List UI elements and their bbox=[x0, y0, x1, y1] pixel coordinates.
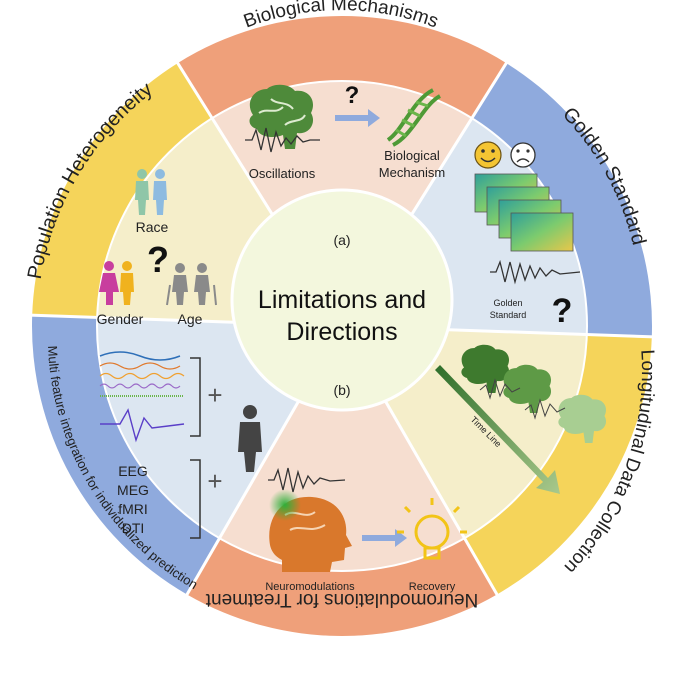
center-title-line2: Directions bbox=[286, 318, 397, 346]
smiley-icon bbox=[474, 141, 502, 169]
bracket-lower bbox=[190, 459, 201, 539]
label-a: (a) bbox=[333, 232, 350, 248]
ring-sector-longitudinal bbox=[464, 334, 652, 595]
modality-list: EEG MEG fMRI DTI bbox=[117, 463, 149, 536]
stimulation-glow-icon bbox=[269, 489, 301, 521]
bracket-upper bbox=[190, 357, 201, 437]
person-icon bbox=[238, 405, 262, 472]
population-content: Race ? Gender Age bbox=[97, 169, 217, 327]
ring-sector-neuromodulation bbox=[187, 538, 497, 636]
plus-lower: + bbox=[207, 466, 222, 496]
ring-label-neuromodulation-group: Neuromodulations for Treatment bbox=[205, 589, 478, 610]
spectrogram-icon bbox=[474, 173, 574, 252]
recovery-label: Recovery bbox=[409, 581, 456, 593]
age-people-icon bbox=[166, 263, 217, 306]
golden-waveform-icon bbox=[490, 259, 581, 285]
gender-label: Gender bbox=[97, 311, 144, 327]
golden-standard-line2: Standard bbox=[490, 310, 527, 320]
population-question-mark: ? bbox=[147, 239, 169, 280]
arrow-icon bbox=[362, 529, 407, 547]
neuromodulations-label: Neuromodulations bbox=[265, 581, 355, 593]
brain-icon bbox=[558, 394, 607, 443]
modality-dti: DTI bbox=[122, 520, 145, 536]
mechanism-label-line2: Mechanism bbox=[379, 165, 445, 180]
neuro-waveform-icon bbox=[268, 467, 346, 493]
brain-icon bbox=[461, 344, 510, 393]
plus-upper: + bbox=[207, 380, 222, 410]
center-title-line1: Limitations and bbox=[258, 286, 426, 314]
dna-icon bbox=[386, 88, 442, 147]
brain-icon bbox=[503, 364, 552, 413]
multifeature-content: + EEG MEG fMRI DTI + bbox=[99, 351, 262, 539]
center-circle bbox=[230, 188, 454, 412]
modality-eeg: EEG bbox=[118, 463, 148, 479]
ring-boundary bbox=[96, 80, 588, 572]
timeline-arrow-icon bbox=[435, 365, 560, 494]
oscillation-waveform-icon bbox=[245, 127, 320, 153]
golden-question-mark: ? bbox=[552, 292, 573, 330]
sad-face-icon bbox=[510, 142, 536, 168]
age-label: Age bbox=[178, 311, 203, 327]
label-b: (b) bbox=[333, 382, 350, 398]
waveform-icon bbox=[479, 378, 521, 400]
arrow-icon bbox=[335, 109, 380, 127]
ring-sector-golden bbox=[471, 63, 652, 337]
neuromodulation-content: Neuromodulations Recovery bbox=[265, 467, 467, 593]
biological-question-mark: ? bbox=[345, 82, 360, 109]
golden-standard-line1: Golden bbox=[493, 298, 522, 308]
longitudinal-content: Time Line bbox=[435, 344, 607, 494]
modality-meg: MEG bbox=[117, 482, 149, 498]
race-label: Race bbox=[136, 219, 169, 235]
signal-traces-icon bbox=[99, 351, 185, 443]
golden-content: Golden Standard ? bbox=[474, 141, 581, 330]
waveform-icon bbox=[524, 398, 566, 420]
lightbulb-icon bbox=[397, 498, 467, 560]
biological-content: Oscillations ? Biological Mechanism bbox=[245, 82, 445, 181]
mechanism-label-line1: Biological bbox=[384, 148, 440, 163]
ring-sector-multifeature bbox=[32, 315, 220, 595]
modality-fmri: fMRI bbox=[118, 501, 148, 517]
ring-label-neuromodulation: Neuromodulations for Treatment bbox=[205, 589, 478, 610]
gender-people-icon bbox=[99, 261, 134, 305]
race-people-icon bbox=[135, 169, 167, 215]
oscillations-label: Oscillations bbox=[249, 166, 316, 181]
ring-sector-population bbox=[32, 63, 213, 318]
